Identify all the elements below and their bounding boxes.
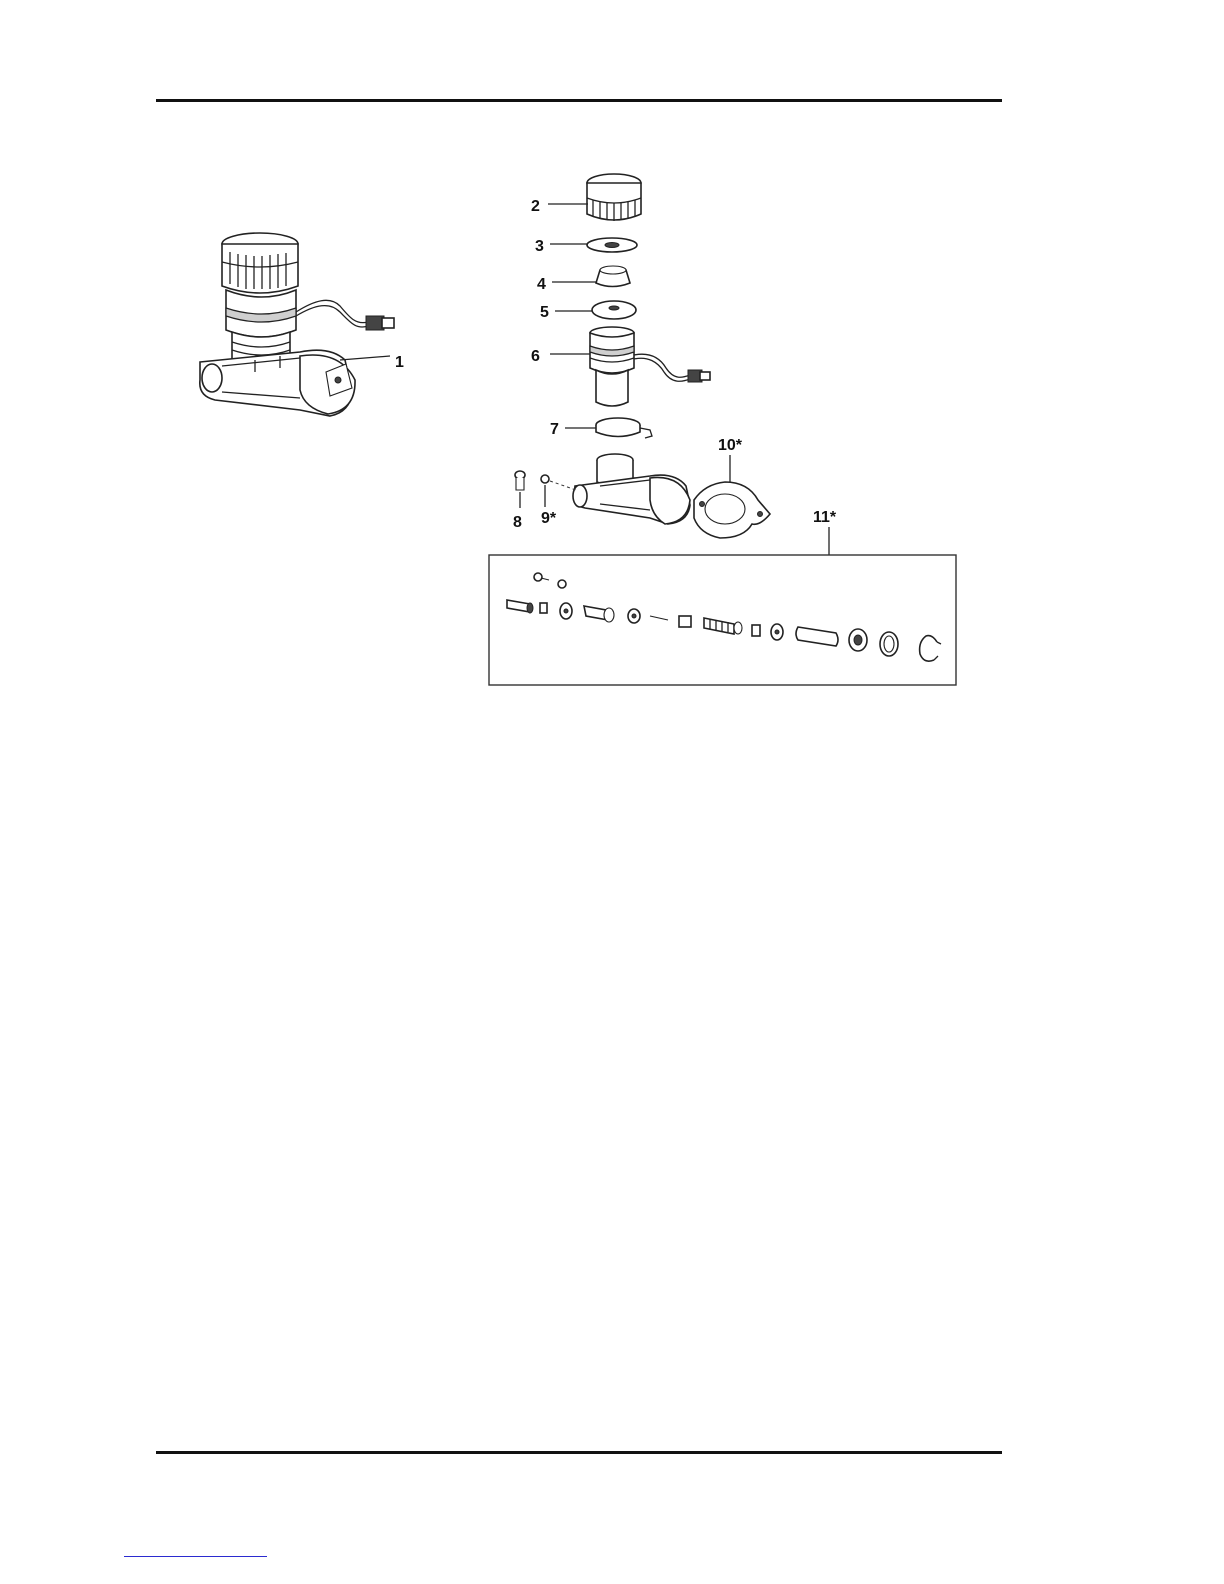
- callout-10: 10*: [718, 437, 743, 454]
- part-washer: [587, 238, 637, 252]
- callout-5: 5: [540, 304, 549, 321]
- part-clamp-band: [596, 418, 652, 438]
- callout-7: 7: [550, 421, 559, 438]
- callout-2: 2: [531, 198, 540, 215]
- callout-3: 3: [535, 238, 544, 255]
- part-diaphragm-cup: [596, 266, 630, 287]
- part-bleeder-screw: [515, 471, 525, 490]
- callout-1: 1: [395, 354, 404, 371]
- part-reservoir-cap: [587, 174, 641, 221]
- callout-11: 11*: [813, 509, 837, 526]
- part-cylinder-body: [573, 454, 690, 524]
- repair-kit-parts: [507, 573, 941, 661]
- part-mounting-gasket: [694, 482, 770, 538]
- callout-4: 4: [537, 276, 546, 293]
- footer-rule: [156, 1451, 1002, 1454]
- assembled-master-cylinder: [200, 233, 394, 416]
- part-reservoir-body: [590, 327, 710, 406]
- callout-6: 6: [531, 348, 540, 365]
- repair-kit-frame: [489, 555, 956, 685]
- part-dust-cap: [541, 475, 576, 490]
- callout-9: 9*: [541, 510, 557, 527]
- callout-8: 8: [513, 514, 522, 531]
- part-float-disc: [592, 301, 636, 319]
- footer-link-underline[interactable]: [124, 1556, 267, 1557]
